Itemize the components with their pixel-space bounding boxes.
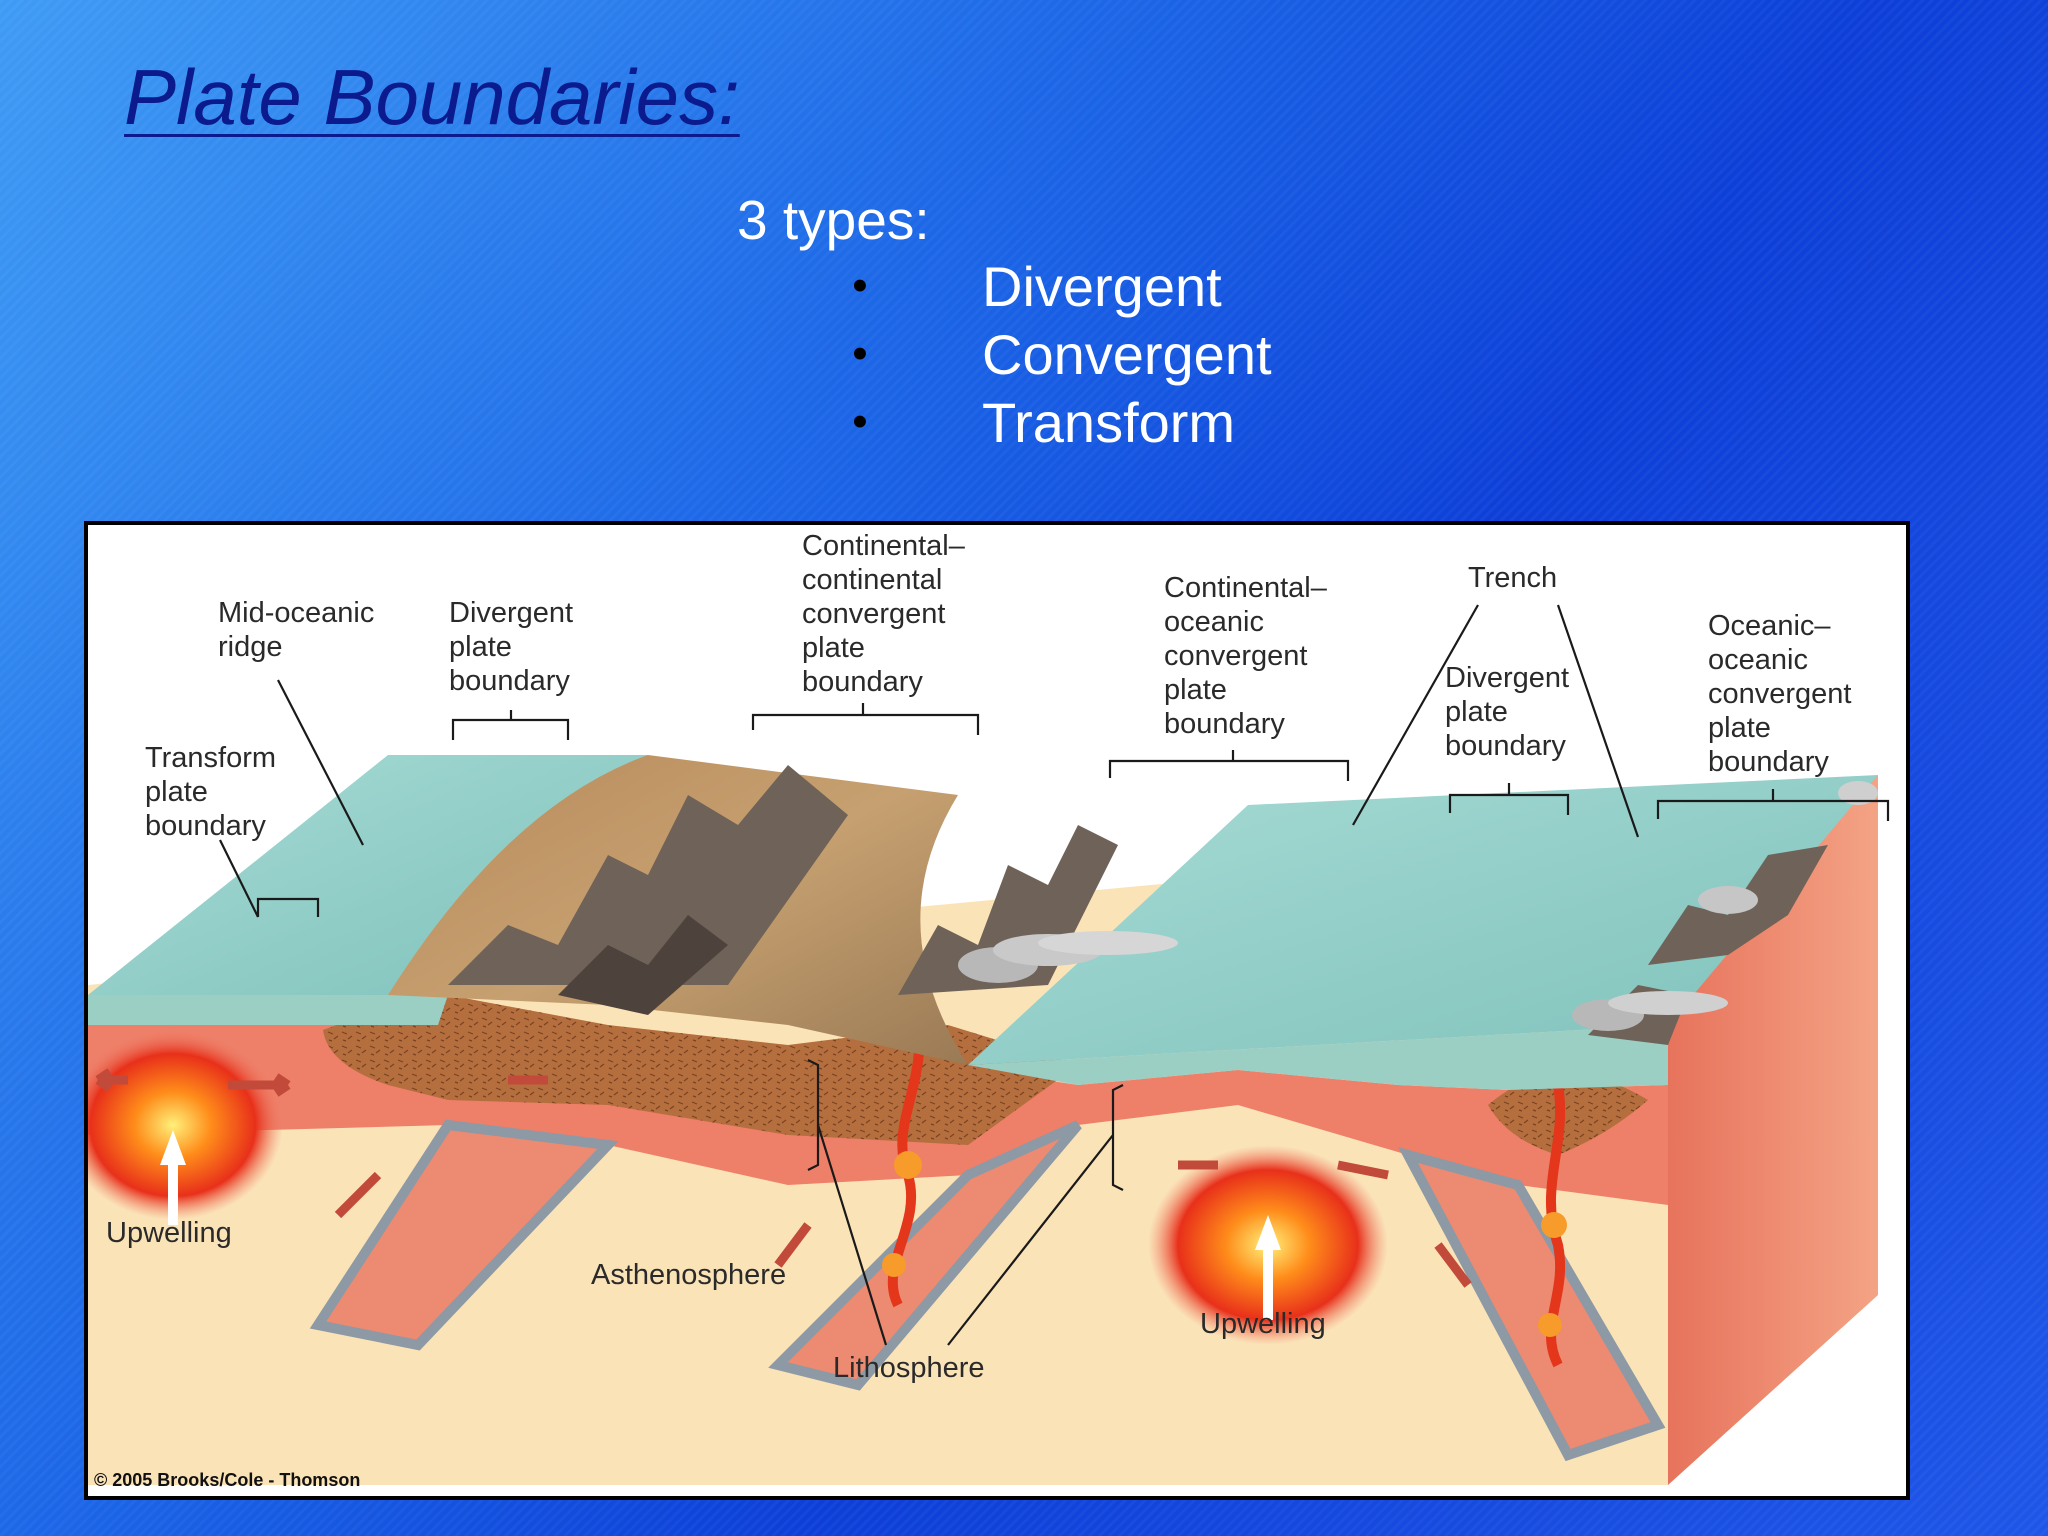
bracket (807, 1059, 820, 1171)
types-intro: 3 types: (737, 189, 930, 251)
plate-boundary-diagram: Mid-oceanic ridge Divergent plate bounda… (88, 530, 1890, 1490)
boundary-type-list: • Divergent • Convergent • Transform (840, 252, 1272, 456)
upwelling-arrow-left (160, 1130, 186, 1225)
label-upwelling-right: Upwelling (1200, 1308, 1326, 1340)
type-label-divergent: Divergent (982, 254, 1222, 318)
magma-blob (1541, 1212, 1567, 1238)
plate-boundary-figure: Mid-oceanic ridge Divergent plate bounda… (84, 521, 1910, 1500)
leader-line (277, 679, 364, 846)
ocean-side-right (968, 1025, 1668, 1090)
lithosphere-leader (816, 1124, 1114, 1346)
list-item: • Divergent (840, 252, 1272, 320)
plate-motion-arrow (334, 1171, 382, 1219)
label-transform-boundary: Transform plate boundary (145, 742, 284, 842)
bullet-icon: • (852, 329, 868, 378)
copyright-notice: © 2005 Brooks/Cole - Thomson (94, 1470, 360, 1490)
label-trench: Trench (1468, 562, 1557, 594)
magma-blob (1538, 1313, 1562, 1337)
label-lithosphere: Lithosphere (833, 1352, 985, 1384)
label-continental-oceanic: Continental– oceanic convergent plate bo… (1164, 572, 1335, 740)
bracket (1111, 1084, 1124, 1191)
type-label-transform: Transform (982, 390, 1236, 454)
magma-blob (882, 1253, 906, 1277)
label-asthenosphere: Asthenosphere (591, 1259, 786, 1291)
bracket (219, 839, 320, 918)
mountain-range (448, 765, 848, 985)
slide-title: Plate Boundaries: (124, 53, 740, 141)
label-divergent-boundary-right: Divergent plate boundary (1445, 662, 1577, 762)
volcano-smoke (1038, 931, 1178, 955)
ocean-side-left (88, 995, 448, 1025)
type-label-convergent: Convergent (982, 322, 1272, 386)
subducting-slab-right (1398, 1147, 1666, 1462)
label-oceanic-oceanic: Oceanic– oceanic convergent plate bounda… (1708, 610, 1860, 778)
label-upwelling-left: Upwelling (106, 1217, 232, 1249)
volcano-smoke (1838, 781, 1878, 805)
bracket (1656, 789, 1890, 821)
plate-motion-arrow (95, 1068, 128, 1092)
volcano-smoke (1608, 991, 1728, 1015)
plate-motion-arrow (228, 1073, 291, 1097)
subducting-slab-left (309, 1119, 619, 1351)
label-divergent-boundary-left: Divergent plate boundary (449, 597, 581, 697)
plate-motion-arrow (1434, 1242, 1472, 1288)
bracket (1108, 750, 1350, 781)
upwelling-plume-left (88, 1030, 283, 1220)
subducting-slab-center (768, 1120, 1082, 1391)
magma-blob (894, 1151, 922, 1179)
bracket (751, 703, 980, 735)
upwelling-arrow-right (1255, 1215, 1281, 1320)
mountain-range (558, 915, 728, 1015)
ocean-surface-left (88, 755, 648, 995)
plate-motion-arrow (1337, 1160, 1389, 1180)
label-mid-oceanic-ridge: Mid-oceanic ridge (218, 597, 382, 663)
bracket (1448, 783, 1570, 815)
bullet-icon: • (852, 397, 868, 446)
bullet-icon: • (852, 261, 868, 310)
label-continental-continental: Continental– continental convergent plat… (802, 530, 973, 698)
list-item: • Transform (840, 388, 1272, 456)
list-item: • Convergent (840, 320, 1272, 388)
island-arc-crust (1488, 1073, 1648, 1155)
volcano-smoke (1698, 886, 1758, 914)
bracket (451, 710, 570, 740)
plate-motion-arrow (774, 1222, 812, 1268)
trench-leader (1352, 604, 1640, 838)
